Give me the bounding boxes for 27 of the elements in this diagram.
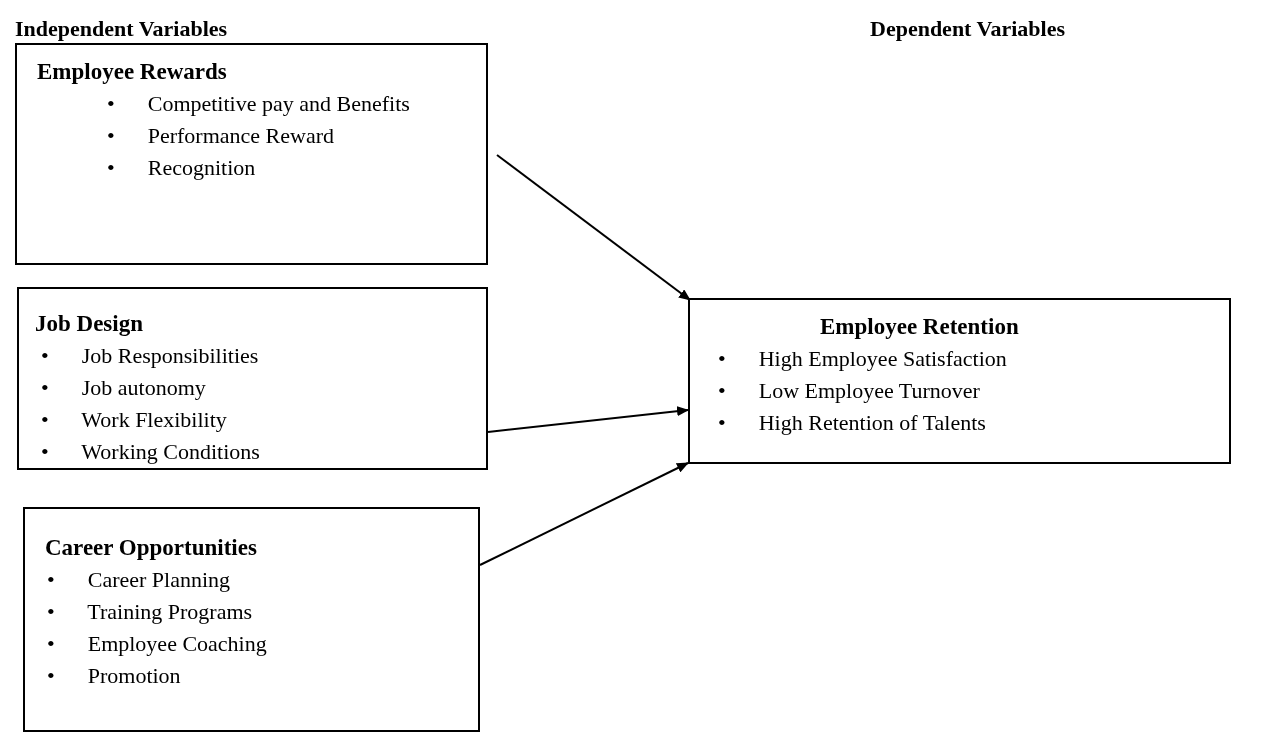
box-heading: Employee Rewards	[37, 58, 228, 86]
bullet-item: • Working Conditions	[41, 439, 261, 465]
bullet-item: • Work Flexibility	[41, 407, 228, 433]
bullet-item: • Recognition	[107, 155, 257, 181]
bullet-item: • High Retention of Talents	[718, 410, 987, 436]
variable-box	[17, 287, 488, 470]
arrow	[479, 462, 689, 566]
column-heading: Independent Variables	[15, 16, 228, 42]
bullet-item: • High Employee Satisfaction	[718, 346, 1008, 372]
bullet-item: • Job autonomy	[41, 375, 207, 401]
variable-box	[15, 43, 488, 265]
variable-box	[23, 507, 480, 732]
arrow	[487, 406, 689, 433]
bullet-item: • Employee Coaching	[47, 631, 268, 657]
box-heading: Employee Retention	[820, 313, 1020, 341]
box-heading: Career Opportunities	[45, 534, 258, 562]
column-heading: Dependent Variables	[870, 16, 1065, 42]
arrow	[496, 154, 691, 301]
bullet-item: • Competitive pay and Benefits	[107, 91, 411, 117]
variable-box	[688, 298, 1231, 464]
bullet-item: • Low Employee Turnover	[718, 378, 981, 404]
bullet-item: • Performance Reward	[107, 123, 335, 149]
bullet-item: • Promotion	[47, 663, 182, 689]
box-heading: Job Design	[35, 310, 144, 338]
bullet-item: • Training Programs	[47, 599, 254, 625]
bullet-item: • Job Responsibilities	[41, 343, 260, 369]
bullet-item: • Career Planning	[47, 567, 232, 593]
